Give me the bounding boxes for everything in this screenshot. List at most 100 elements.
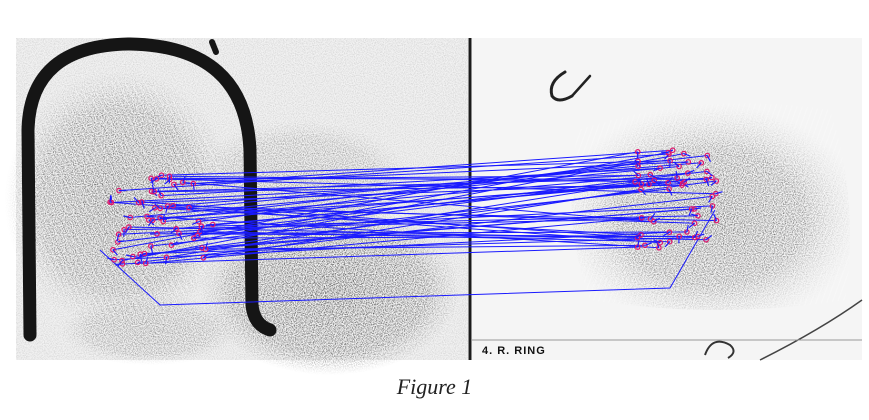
handwritten-mark-tick [570, 74, 592, 98]
latent-ridge-texture [15, 80, 225, 320]
minutia-marker [703, 237, 709, 243]
minutia-marker [647, 171, 654, 178]
minutia-direction [653, 179, 660, 186]
minutia-direction [192, 183, 195, 191]
minutia-marker [638, 186, 644, 193]
match-line [124, 218, 651, 231]
minutia-direction [634, 178, 642, 183]
minutia-marker [171, 181, 177, 188]
minutia-direction [653, 217, 661, 223]
minutia-direction [191, 234, 198, 240]
match-line [130, 166, 680, 218]
minutia-direction [688, 222, 695, 229]
match-line [161, 160, 671, 176]
minutia-marker [110, 247, 116, 253]
minutia-direction [157, 188, 162, 196]
minutia-direction [151, 184, 155, 192]
minutia-direction [706, 155, 712, 162]
minutia-direction [188, 207, 196, 212]
match-region-outline [99, 209, 716, 306]
minutia-marker [138, 199, 145, 205]
minutia-direction [675, 171, 678, 179]
match-line [132, 180, 717, 258]
minutia-direction [150, 178, 157, 184]
minutia-direction [150, 245, 153, 253]
minutia-direction [116, 234, 120, 242]
minutia-marker [665, 179, 671, 186]
handwritten-mark-c [549, 70, 574, 102]
minutia-direction [139, 254, 143, 262]
minutia-direction [644, 242, 652, 246]
minutia-direction [683, 153, 691, 157]
minutia-direction [653, 239, 661, 244]
minutia-direction [694, 207, 702, 210]
minutia-direction [681, 161, 689, 164]
minutia-marker [149, 217, 156, 224]
minutia-direction [171, 241, 178, 246]
minutia-direction [673, 161, 680, 167]
minutia-direction [640, 189, 646, 196]
minutia-direction [146, 215, 154, 218]
minutia-marker [669, 147, 676, 154]
minutia-direction [706, 170, 713, 177]
minutia-marker [657, 239, 664, 246]
match-line [193, 149, 673, 185]
minutia-marker [709, 193, 716, 200]
match-line [161, 167, 661, 197]
minutia-direction [667, 176, 673, 184]
match-line [205, 244, 646, 250]
minutia-marker [635, 172, 642, 179]
match-line [156, 178, 716, 195]
minutia-marker [635, 163, 641, 169]
minutia-direction [203, 253, 210, 259]
minutia-marker [632, 179, 638, 185]
minutia-direction [173, 184, 179, 191]
minutia-direction [205, 223, 213, 226]
minutia-marker [656, 245, 662, 251]
minutia-direction [705, 235, 713, 241]
minutia-marker [666, 238, 673, 245]
minutia-direction [697, 233, 705, 238]
minutia-marker [666, 186, 672, 192]
minutia-marker [148, 175, 154, 182]
minutia-marker [141, 250, 148, 257]
minutia-direction [705, 179, 710, 187]
match-line [138, 183, 650, 204]
minutia-marker [173, 225, 180, 232]
minutia-direction [653, 167, 661, 172]
minutia-marker [126, 224, 132, 230]
minutia-direction [655, 240, 660, 249]
match-line [173, 161, 689, 185]
minutia-direction [148, 207, 156, 213]
minutia-marker [638, 181, 645, 187]
minutia-marker [688, 206, 695, 212]
match-line [118, 205, 713, 235]
minutia-marker [176, 230, 182, 237]
minutia-marker [651, 177, 658, 184]
minutia-marker [634, 234, 641, 241]
minutia-direction [686, 224, 689, 233]
minutia-marker [168, 242, 175, 249]
match-line [122, 246, 638, 265]
minutia-direction [632, 170, 639, 176]
minutia-direction [710, 205, 714, 213]
card-finger-label: 4. R. RING [482, 345, 546, 357]
minutia-direction [200, 226, 203, 234]
figure-caption: Figure 1 [396, 374, 473, 399]
minutia-marker [195, 218, 202, 225]
minutia-direction [138, 253, 145, 259]
minutia-marker [642, 242, 648, 249]
minutia-direction [125, 254, 133, 258]
minutia-direction [170, 228, 177, 234]
minutia-direction [713, 213, 718, 221]
minutia-marker [650, 218, 657, 225]
minutia-direction [688, 208, 693, 216]
minutia-marker [200, 254, 207, 261]
minutia-direction [637, 240, 640, 248]
minutia-marker [646, 181, 652, 188]
minutia-direction [159, 217, 168, 221]
minutia-direction [634, 234, 642, 238]
minutia-marker [186, 204, 192, 211]
minutia-direction [645, 177, 650, 185]
